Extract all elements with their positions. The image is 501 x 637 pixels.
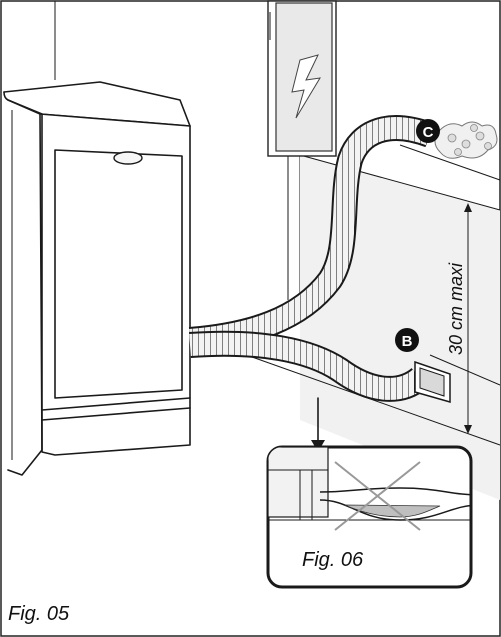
- exhaust-hose-upper: [188, 115, 435, 353]
- marker-b-letter: B: [402, 333, 413, 350]
- window: [267, 0, 337, 157]
- height-note-label: 30 cm maxi: [446, 262, 466, 355]
- door-handle: [113, 151, 143, 165]
- inset-caption: Fig. 06: [302, 549, 364, 571]
- height-dimension: [464, 203, 472, 434]
- main-caption: Fig. 05: [8, 603, 70, 625]
- exhaust-hose-lower: [189, 330, 429, 402]
- marker-b: B: [395, 328, 419, 352]
- exterior-vent-c: [434, 121, 498, 159]
- wall-vent-b: [414, 360, 451, 403]
- dryer-appliance: [3, 81, 191, 476]
- inset-detail: Fig. 06: [266, 445, 473, 589]
- lightning-reflection: [291, 54, 321, 119]
- marker-c-letter: C: [423, 124, 434, 141]
- marker-c: C: [416, 119, 440, 143]
